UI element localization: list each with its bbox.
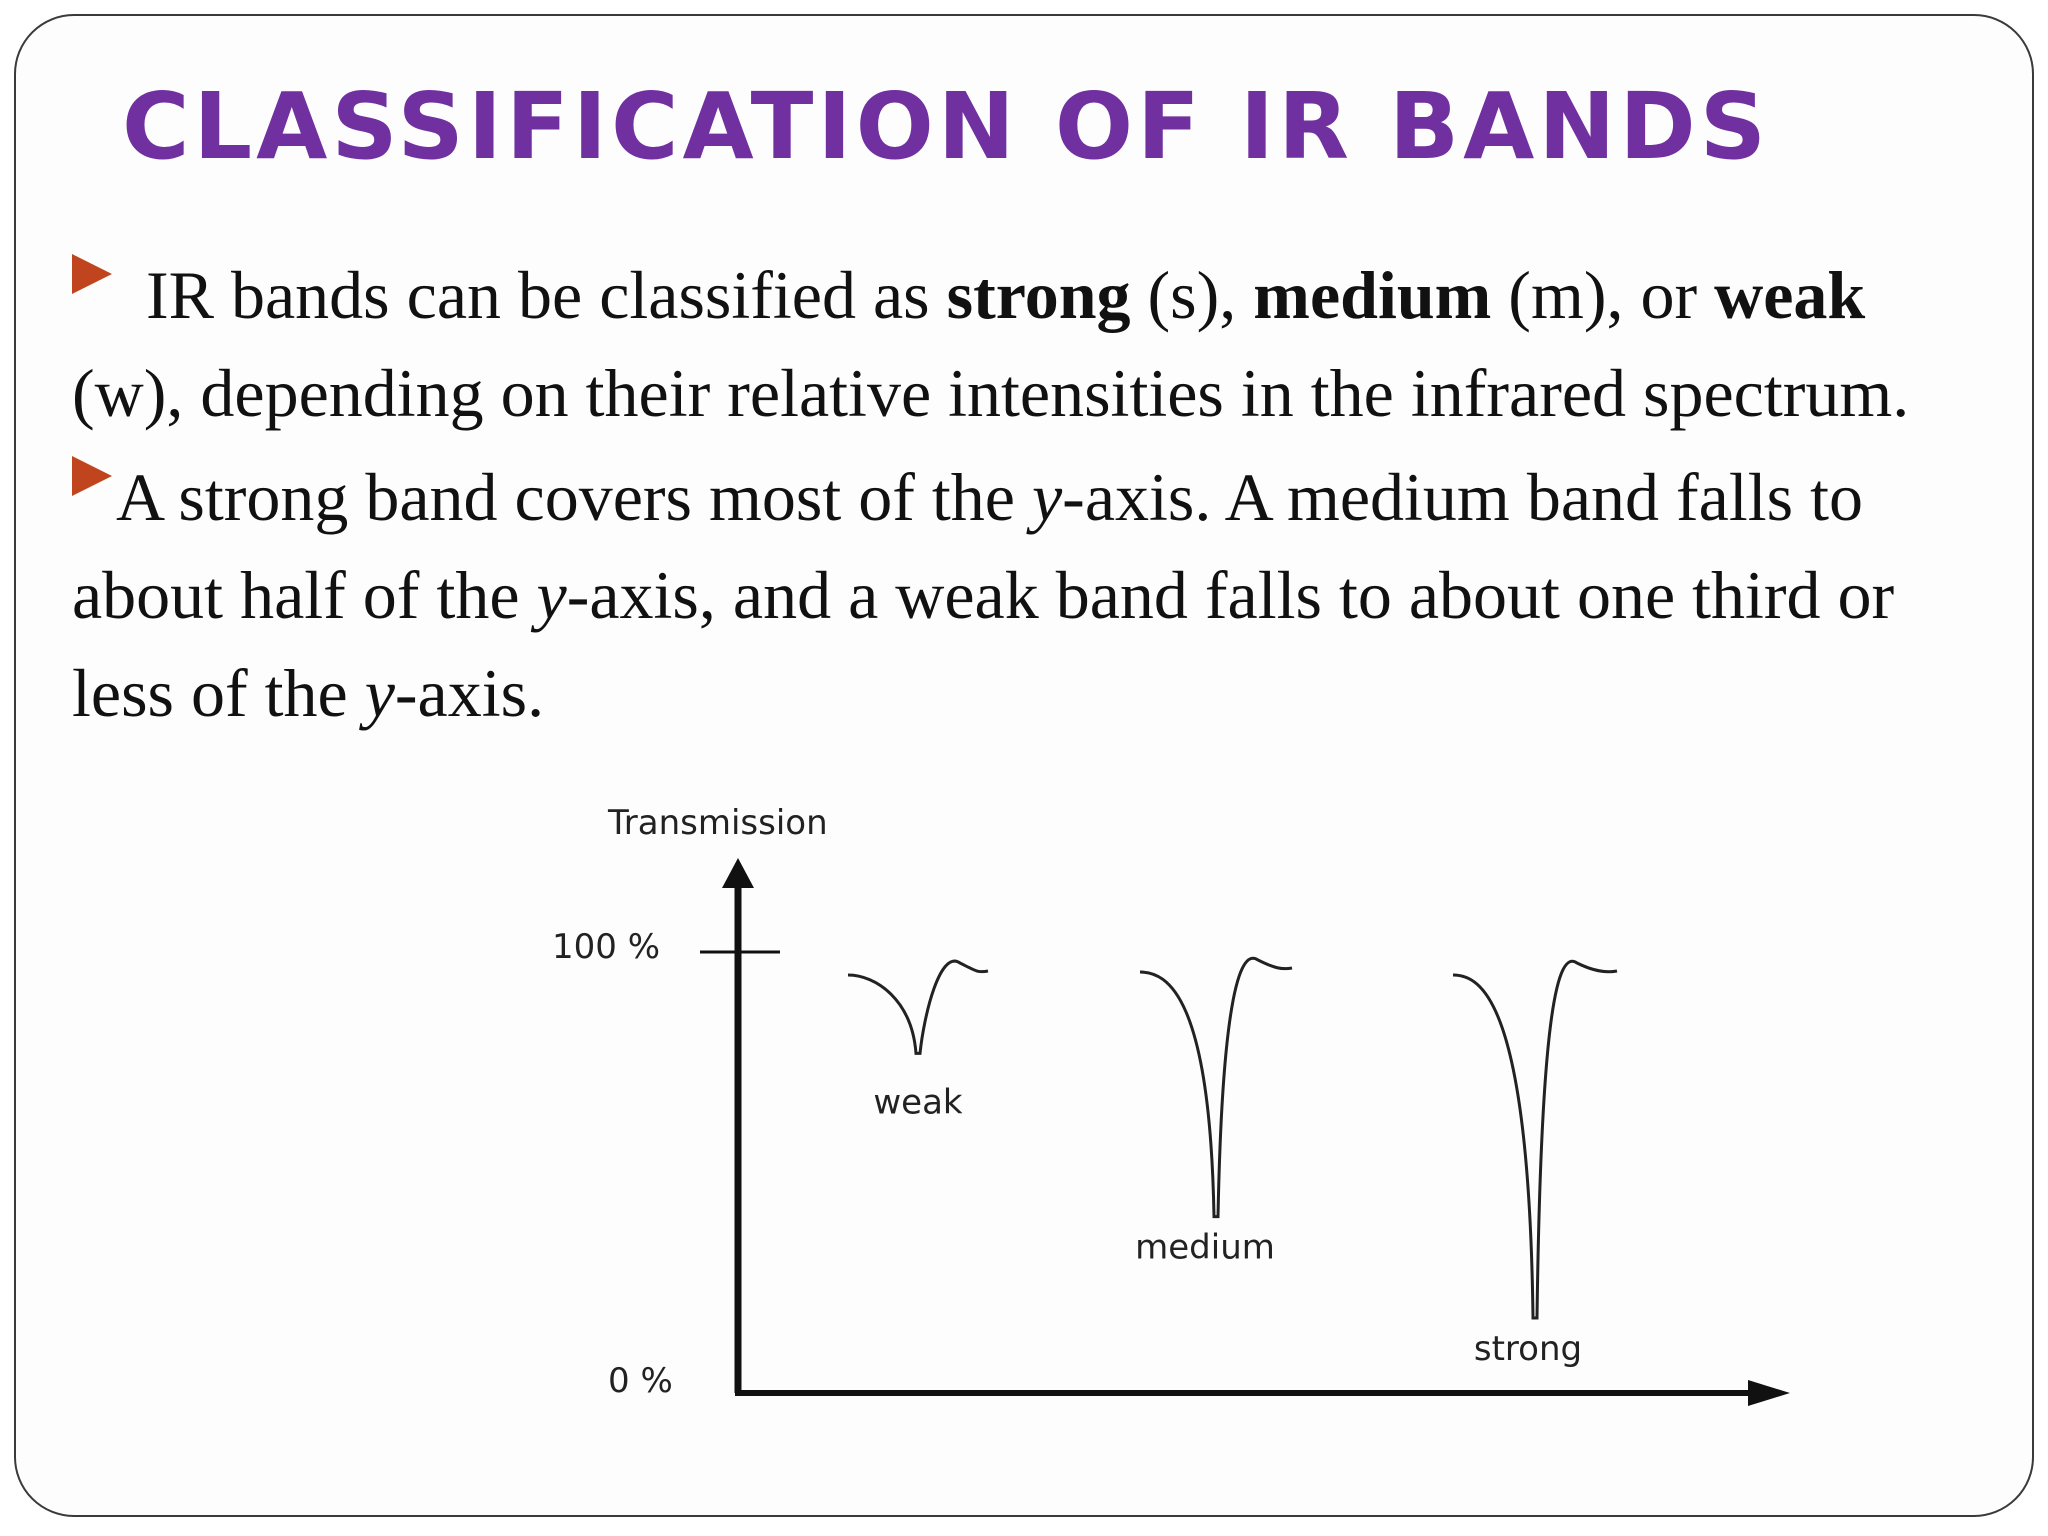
x-axis-arrow-icon [1748,1380,1790,1406]
band-label-strong: strong [1474,1329,1582,1369]
slide-title: CLASSIFICATION OF IR BANDS [122,73,1770,180]
slide-frame [14,14,2034,1517]
term-weak: weak [1714,257,1866,333]
y-axis-arrow-icon [722,858,754,888]
band-curve-medium [1139,956,1293,1219]
band-curve-strong [1452,959,1618,1320]
y-axis-label: Transmission [607,803,828,843]
band-curve-weak [847,959,989,1055]
paragraph-intensity: IR bands can be classified as strong (s)… [72,246,1992,442]
arrow-bullet-icon [72,254,112,294]
term-medium: medium [1253,257,1492,333]
bands-layer: weak medium strong [847,956,1618,1369]
band-label-medium: medium [1135,1228,1275,1268]
arrow-bullet-icon [72,456,112,496]
tick-label-0: 0 % [608,1361,673,1401]
term-strong: strong [946,257,1131,333]
paragraph-yaxis: A strong band covers most of the y-axis.… [72,448,1992,742]
tick-label-100: 100 % [552,927,660,967]
band-label-weak: weak [873,1082,963,1122]
body-text: IR bands can be classified as strong (s)… [72,246,1992,742]
